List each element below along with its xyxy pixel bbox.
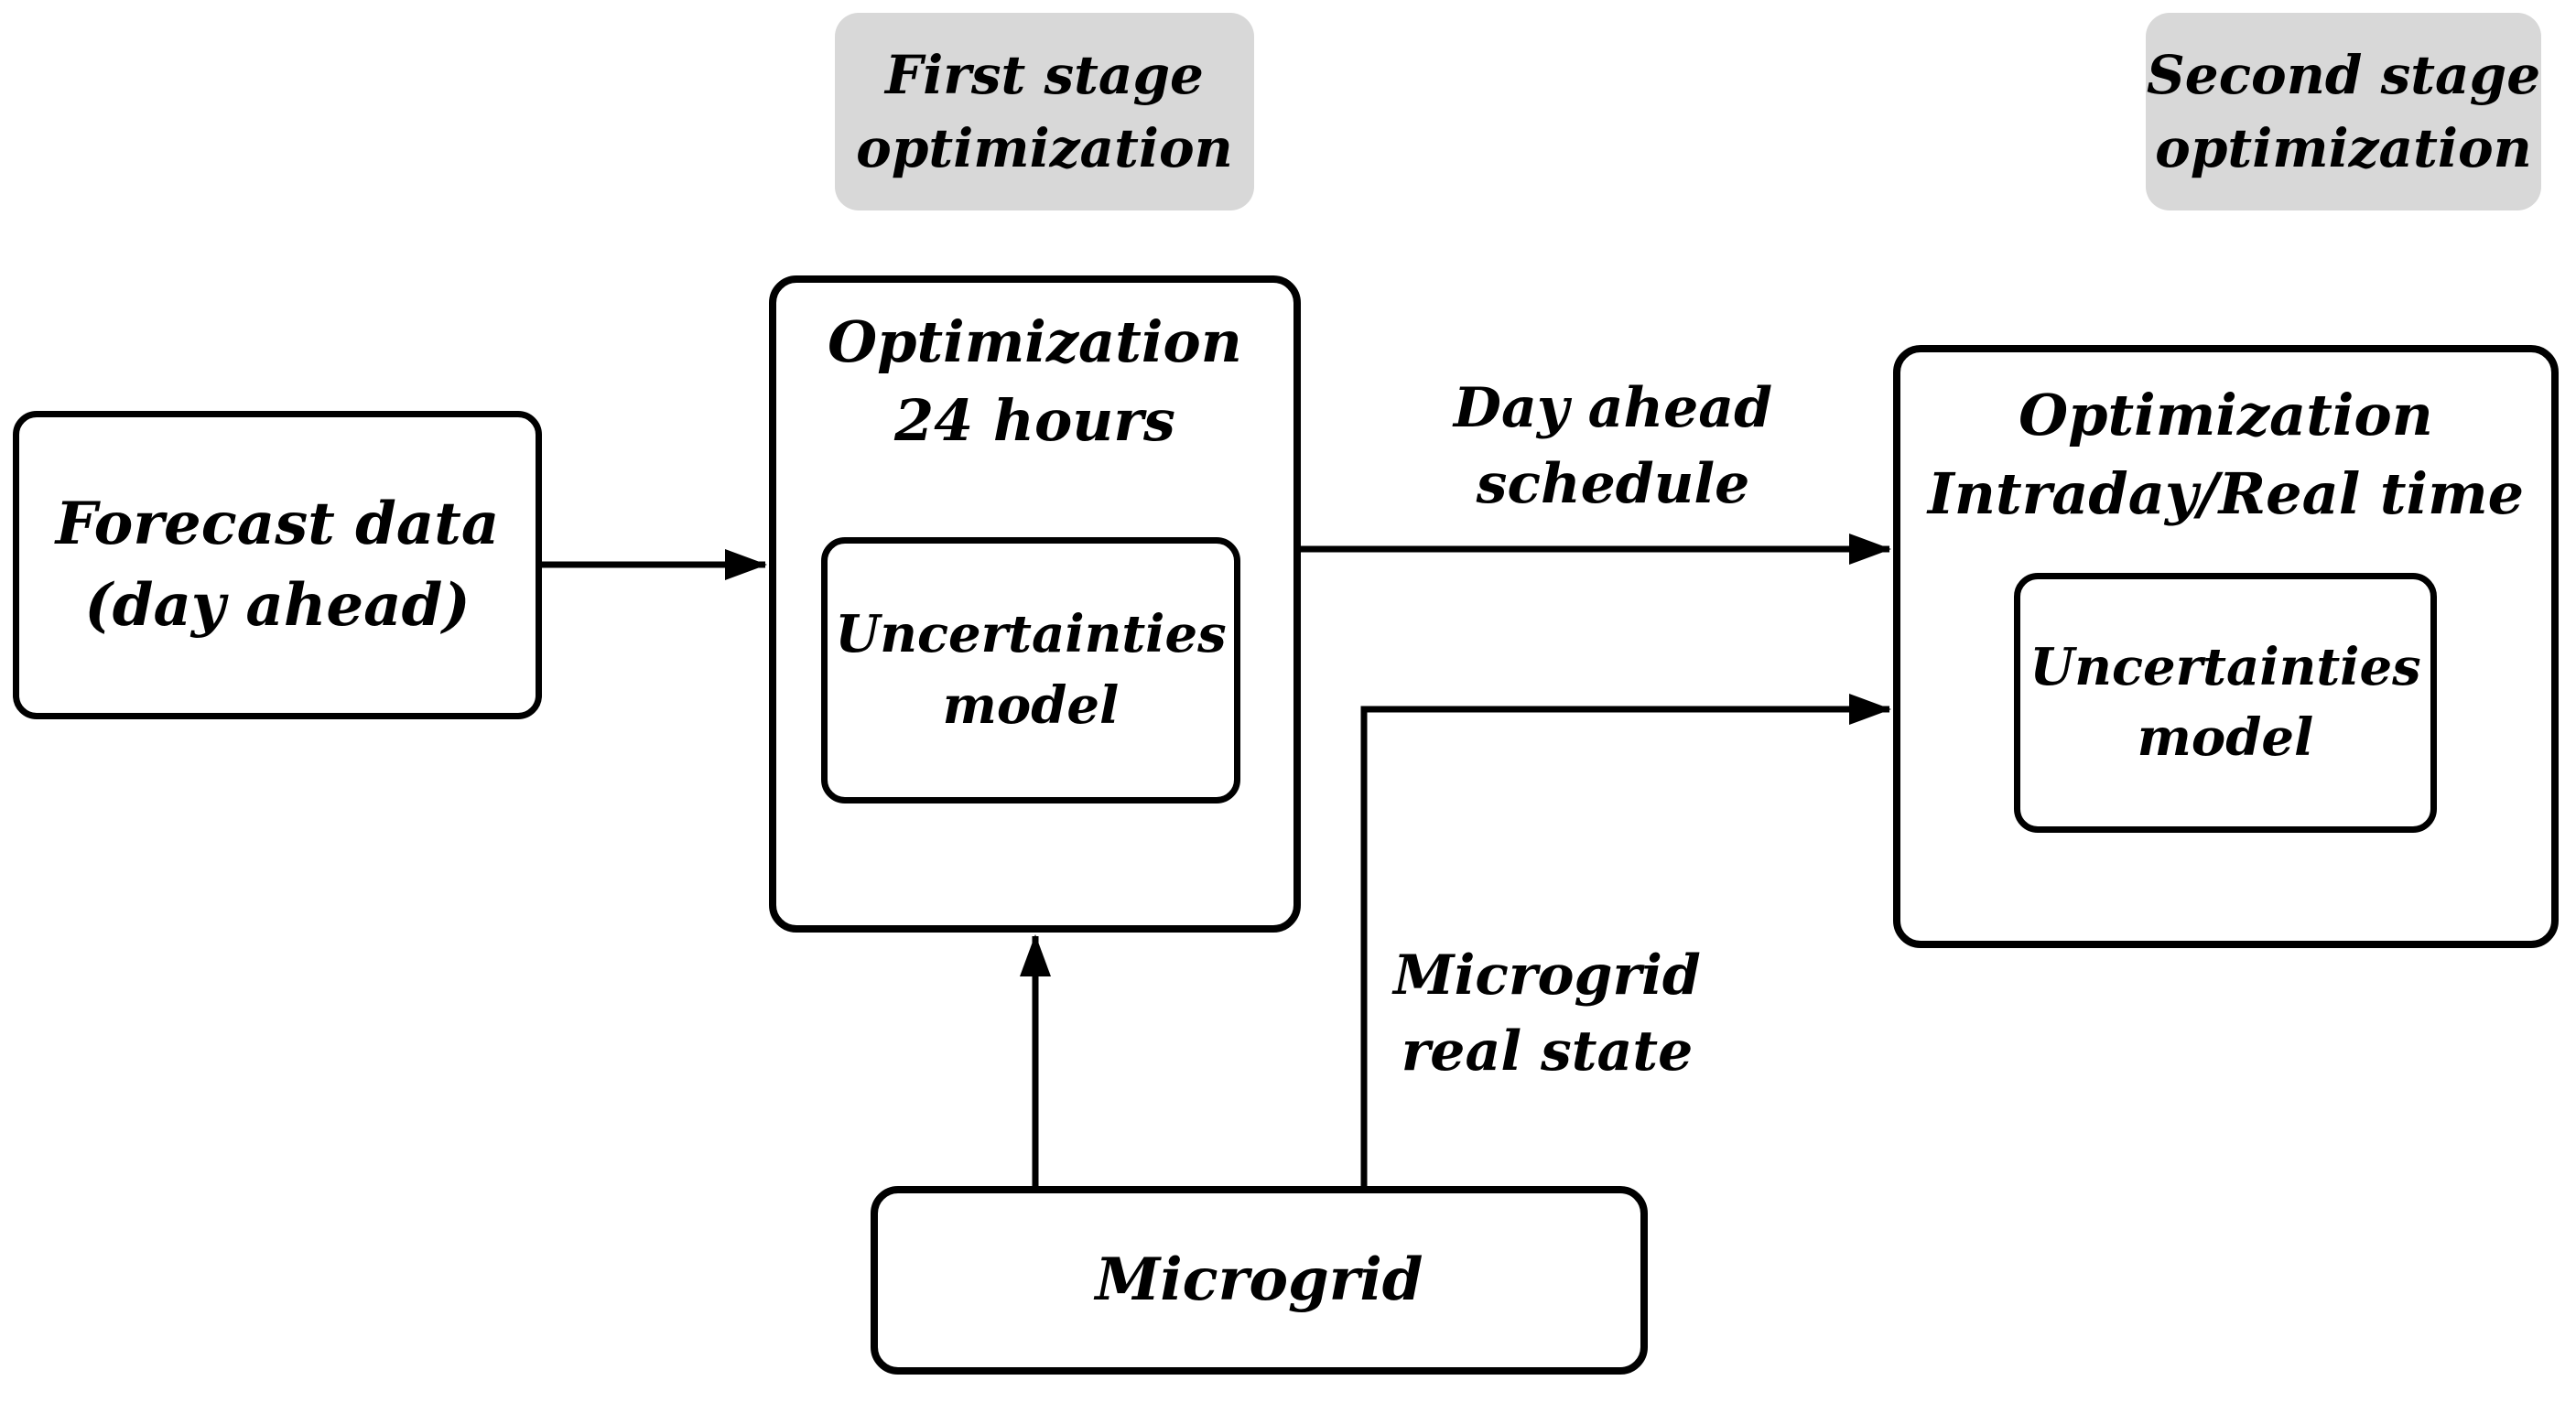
optimization-intraday-box: Optimization Intraday/Real time Uncertai… (1893, 345, 2559, 948)
first-stage-optimization-label: First stage optimization (835, 13, 1254, 210)
optimization-24h-box: Optimization 24 hours Uncertainties mode… (769, 275, 1301, 933)
microgrid-box: Microgrid (871, 1186, 1648, 1375)
uncertainties-model-box-first-stage: Uncertainties model (821, 537, 1240, 803)
uncertainties-model-box-second-stage: Uncertainties model (2014, 573, 2437, 833)
microgrid-real-state-label: Microgrid real state (1393, 944, 1701, 1084)
forecast-data-box: Forecast data (day ahead) (13, 411, 542, 719)
optimization-24h-title: Optimization 24 hours (828, 308, 1242, 454)
day-ahead-schedule-label: Day ahead schedule (1453, 376, 1773, 516)
optimization-intraday-title: Optimization Intraday/Real time (1927, 382, 2525, 527)
arrow-microgrid-to-intraday (1360, 694, 1891, 1186)
second-stage-optimization-label: Second stage optimization (2146, 13, 2541, 210)
